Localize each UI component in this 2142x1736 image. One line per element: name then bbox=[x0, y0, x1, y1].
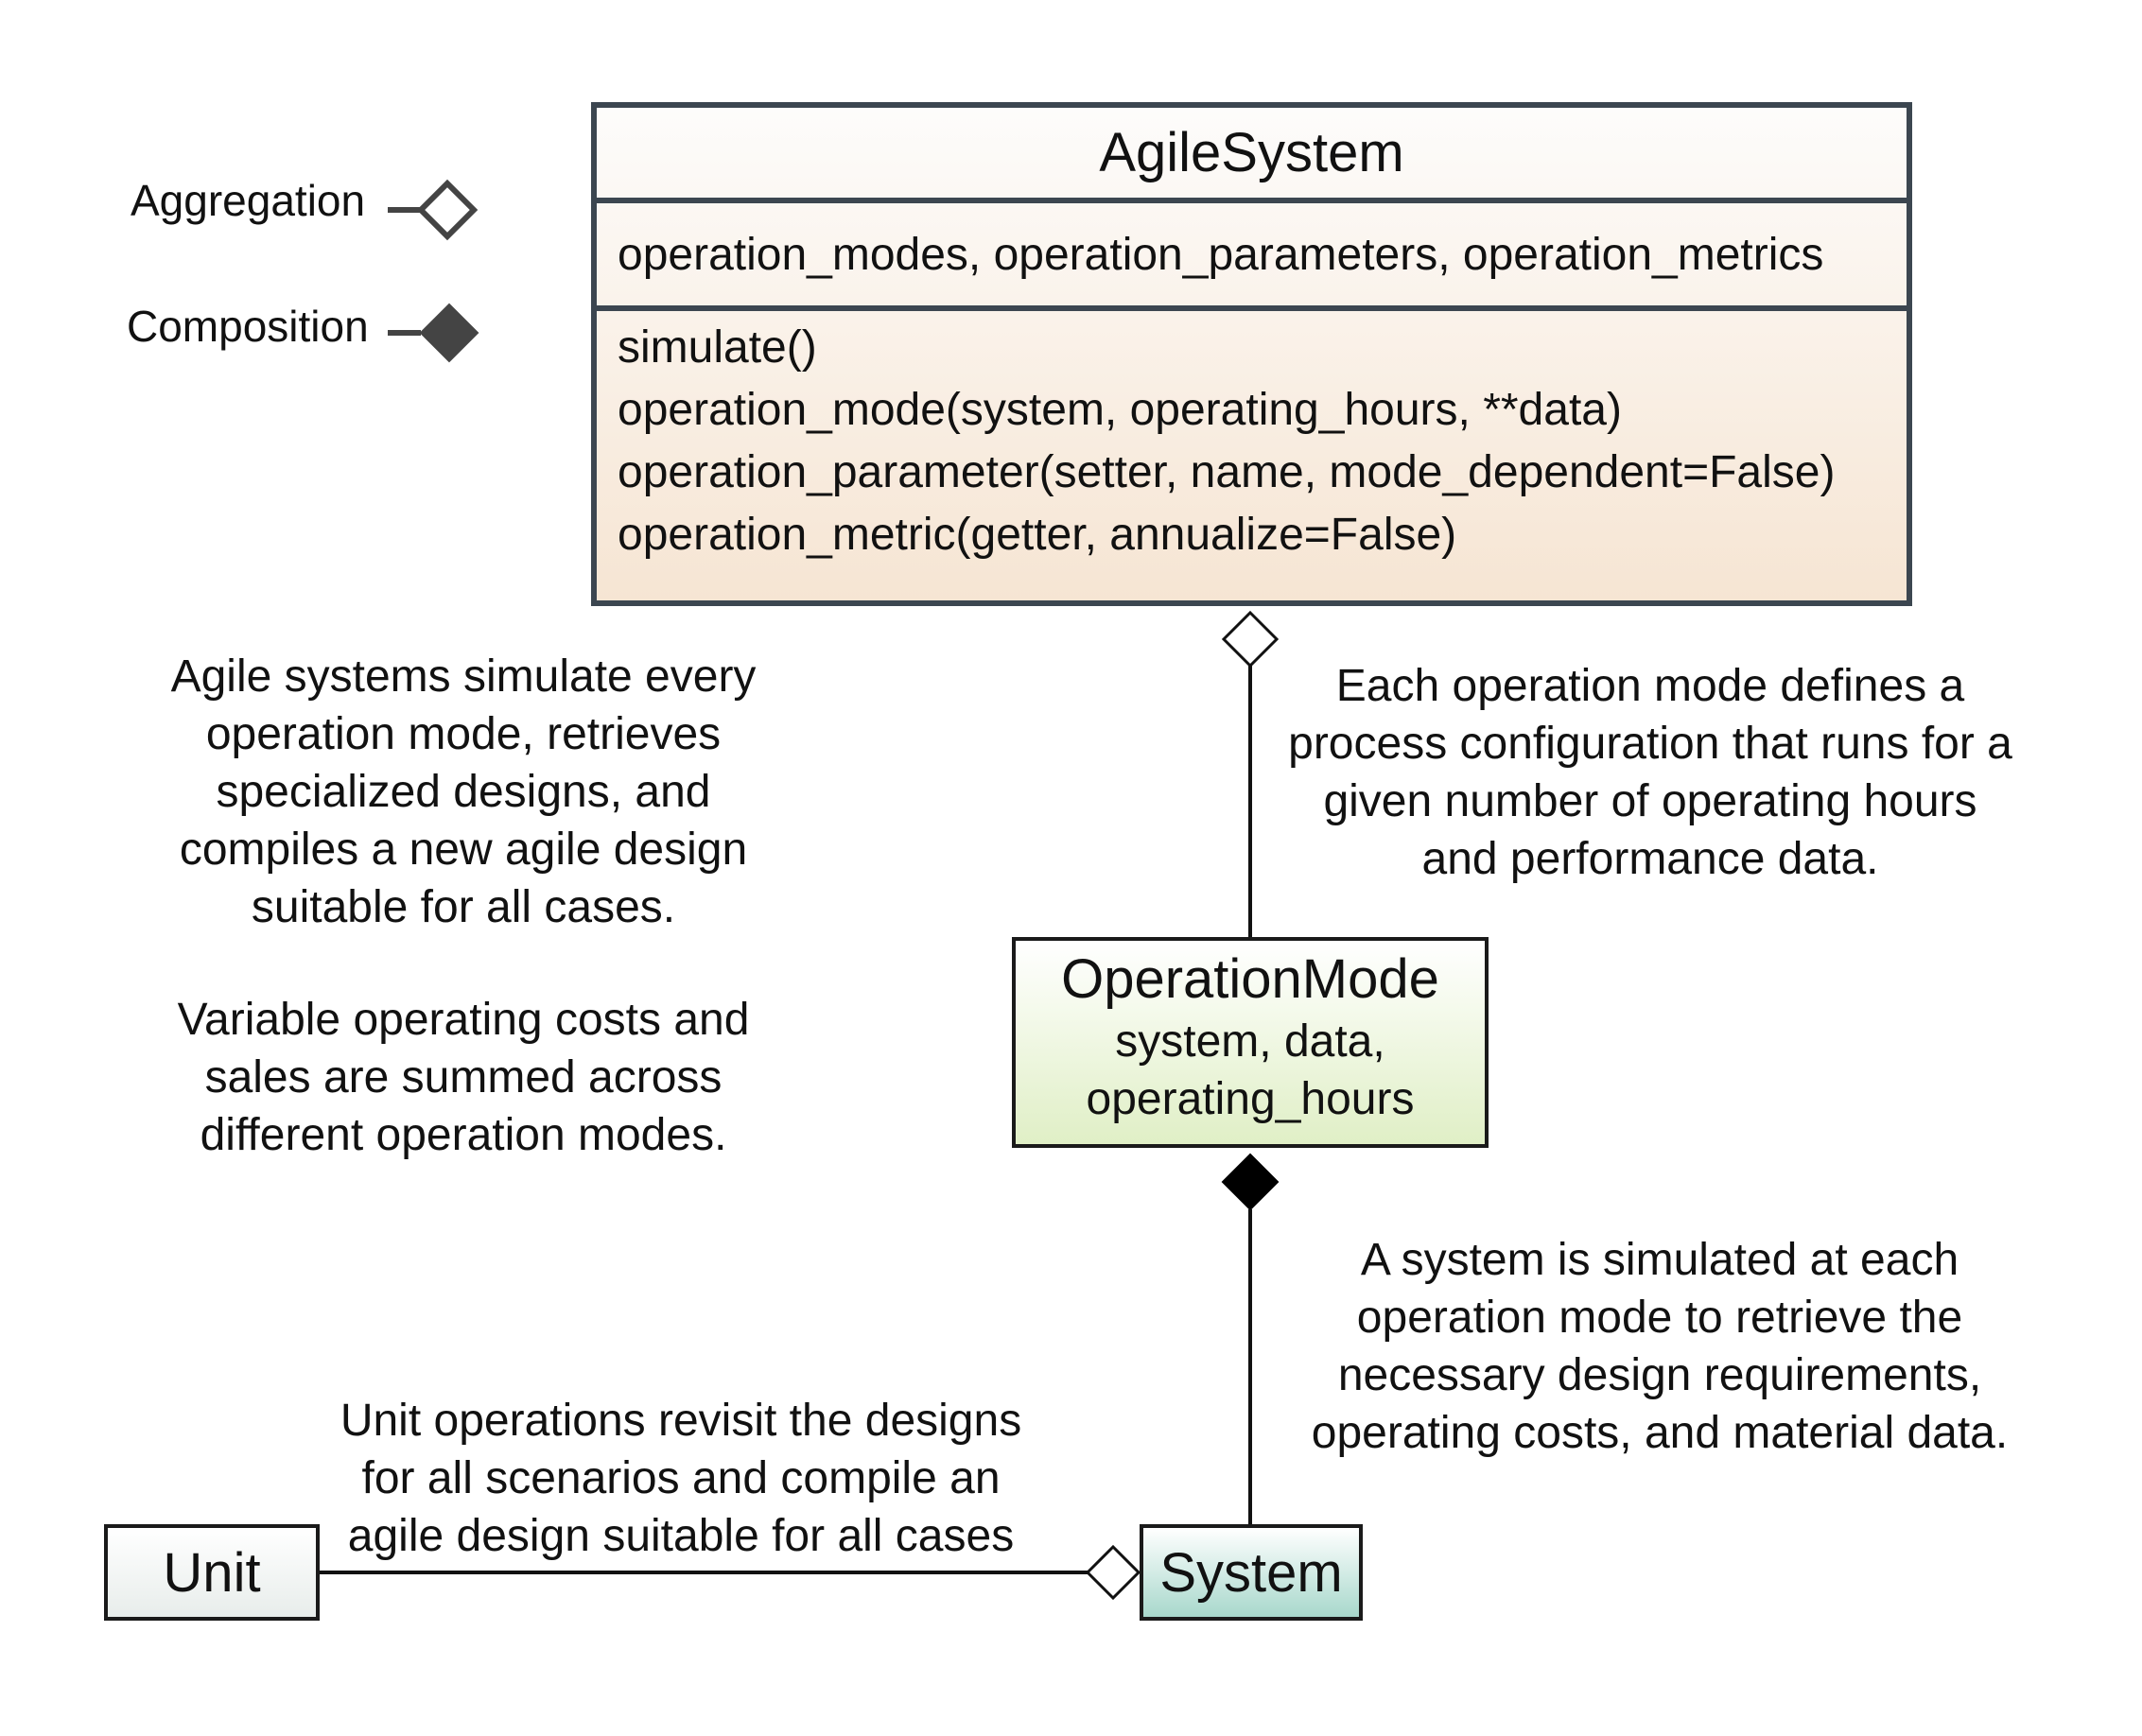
aggregation-legend-diamond bbox=[416, 179, 479, 241]
agile-system-class[interactable]: AgileSystem operation_modes, operation_p… bbox=[591, 102, 1912, 606]
composition-legend-label: Composition bbox=[127, 302, 369, 351]
opmode-composition-diamond bbox=[1221, 1153, 1280, 1211]
method-operation-mode: operation_mode(system, operating_hours, … bbox=[618, 385, 1622, 435]
system-class[interactable]: System bbox=[1140, 1524, 1363, 1621]
method-operation-metric: operation_metric(getter, annualize=False… bbox=[618, 510, 1457, 560]
agile-system-methods: simulate() operation_mode(system, operat… bbox=[597, 311, 1907, 566]
agile-system-attributes: operation_modes, operation_parameters, o… bbox=[597, 203, 1907, 311]
costs-description-note: Variable operating costs and sales are s… bbox=[177, 995, 750, 1160]
system-aggregation-diamond bbox=[1085, 1544, 1141, 1601]
agile-system-name: AgileSystem bbox=[597, 108, 1907, 203]
unit-description-note: Unit operations revisit the designs for … bbox=[340, 1396, 1022, 1561]
operation-mode-fields-line1: system, data, bbox=[1115, 1016, 1385, 1067]
unit-class[interactable]: Unit bbox=[104, 1524, 320, 1621]
method-simulate: simulate() bbox=[618, 322, 817, 373]
operation-mode-class[interactable]: OperationMode system, data, operating_ho… bbox=[1012, 937, 1489, 1148]
operation-mode-name: OperationMode bbox=[1061, 948, 1439, 1010]
system-description-note: A system is simulated at each operation … bbox=[1311, 1235, 2009, 1458]
method-operation-parameter: operation_parameter(setter, name, mode_d… bbox=[618, 447, 1836, 497]
aggregation-legend-label: Aggregation bbox=[131, 176, 366, 225]
operation-mode-fields-line2: operating_hours bbox=[1086, 1074, 1415, 1124]
operation-mode-description-note: Each operation mode defines a process co… bbox=[1288, 661, 2012, 884]
composition-legend-diamond bbox=[419, 303, 479, 363]
agile-description-note: Agile systems simulate every operation m… bbox=[170, 651, 757, 932]
